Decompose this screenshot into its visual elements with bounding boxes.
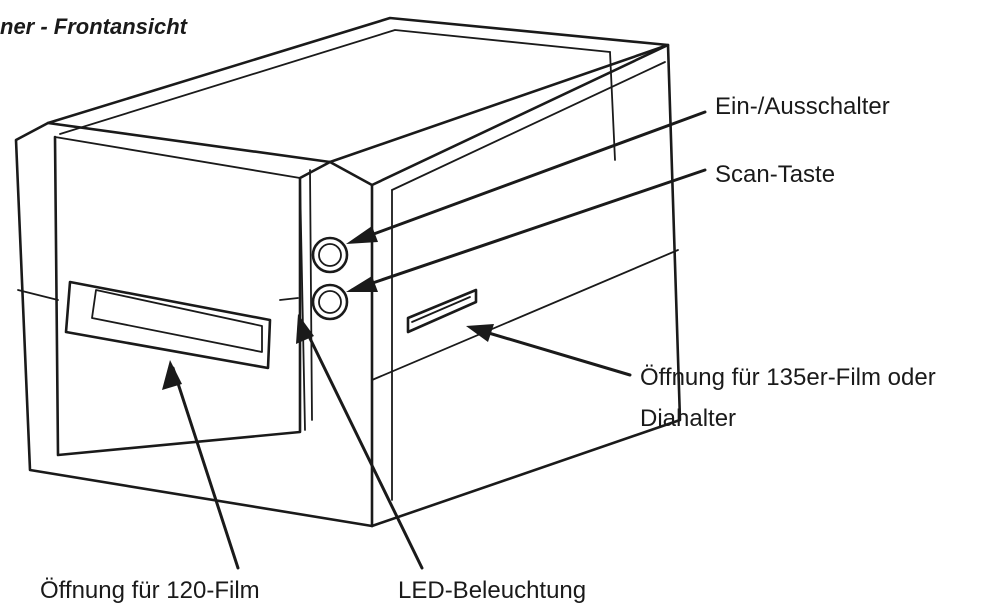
scan-button-knob [313,285,347,319]
led-arrow [302,322,422,568]
label-scan-button: Scan-Taste [715,160,835,190]
label-power-switch: Ein-/Ausschalter [715,92,890,122]
label-slot-135-line2: Diahalter [640,404,736,434]
slot-135-arrow [472,328,630,375]
label-slot-120: Öffnung für 120-Film [40,576,260,606]
scanner-body [16,18,680,526]
label-led: LED-Beleuchtung [398,576,586,606]
power-switch-arrow [352,112,705,242]
scan-button-arrow [352,170,705,290]
label-slot-135-line1: Öffnung für 135er-Film oder [640,363,936,393]
slot-135-film [408,290,476,332]
slot-120-film [66,282,270,368]
led-indicator [280,298,298,300]
callout-arrows [162,112,705,568]
power-switch-knob [313,238,347,272]
slot-120-arrow [173,368,238,568]
